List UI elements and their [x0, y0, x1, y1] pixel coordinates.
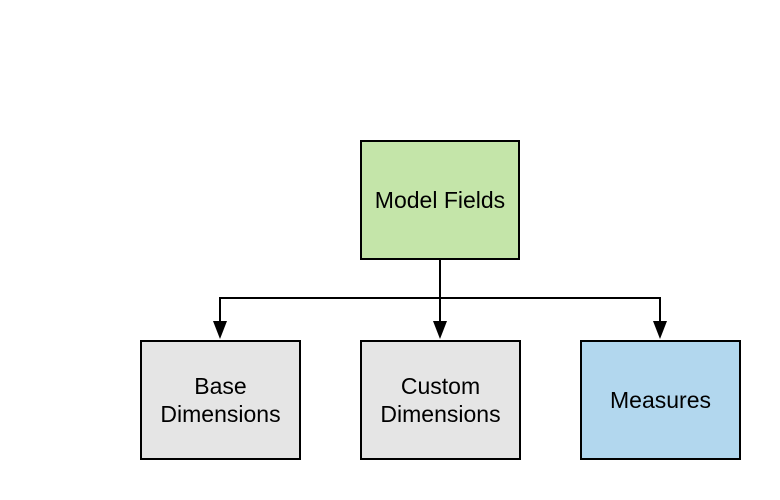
arrowhead-base-icon [213, 321, 227, 339]
node-custom-dimensions-label: Custom Dimensions [380, 372, 501, 427]
connector-tree-path [219, 260, 661, 322]
node-measures-label: Measures [610, 386, 711, 413]
node-model-fields: Model Fields [360, 140, 520, 260]
node-base-dimensions: Base Dimensions [140, 340, 301, 460]
arrowhead-custom-icon [433, 321, 447, 339]
node-measures: Measures [580, 340, 741, 460]
node-model-fields-label: Model Fields [374, 186, 506, 213]
node-base-dimensions-label: Base Dimensions [160, 372, 281, 427]
node-custom-dimensions: Custom Dimensions [360, 340, 521, 460]
arrowhead-measures-icon [653, 321, 667, 339]
